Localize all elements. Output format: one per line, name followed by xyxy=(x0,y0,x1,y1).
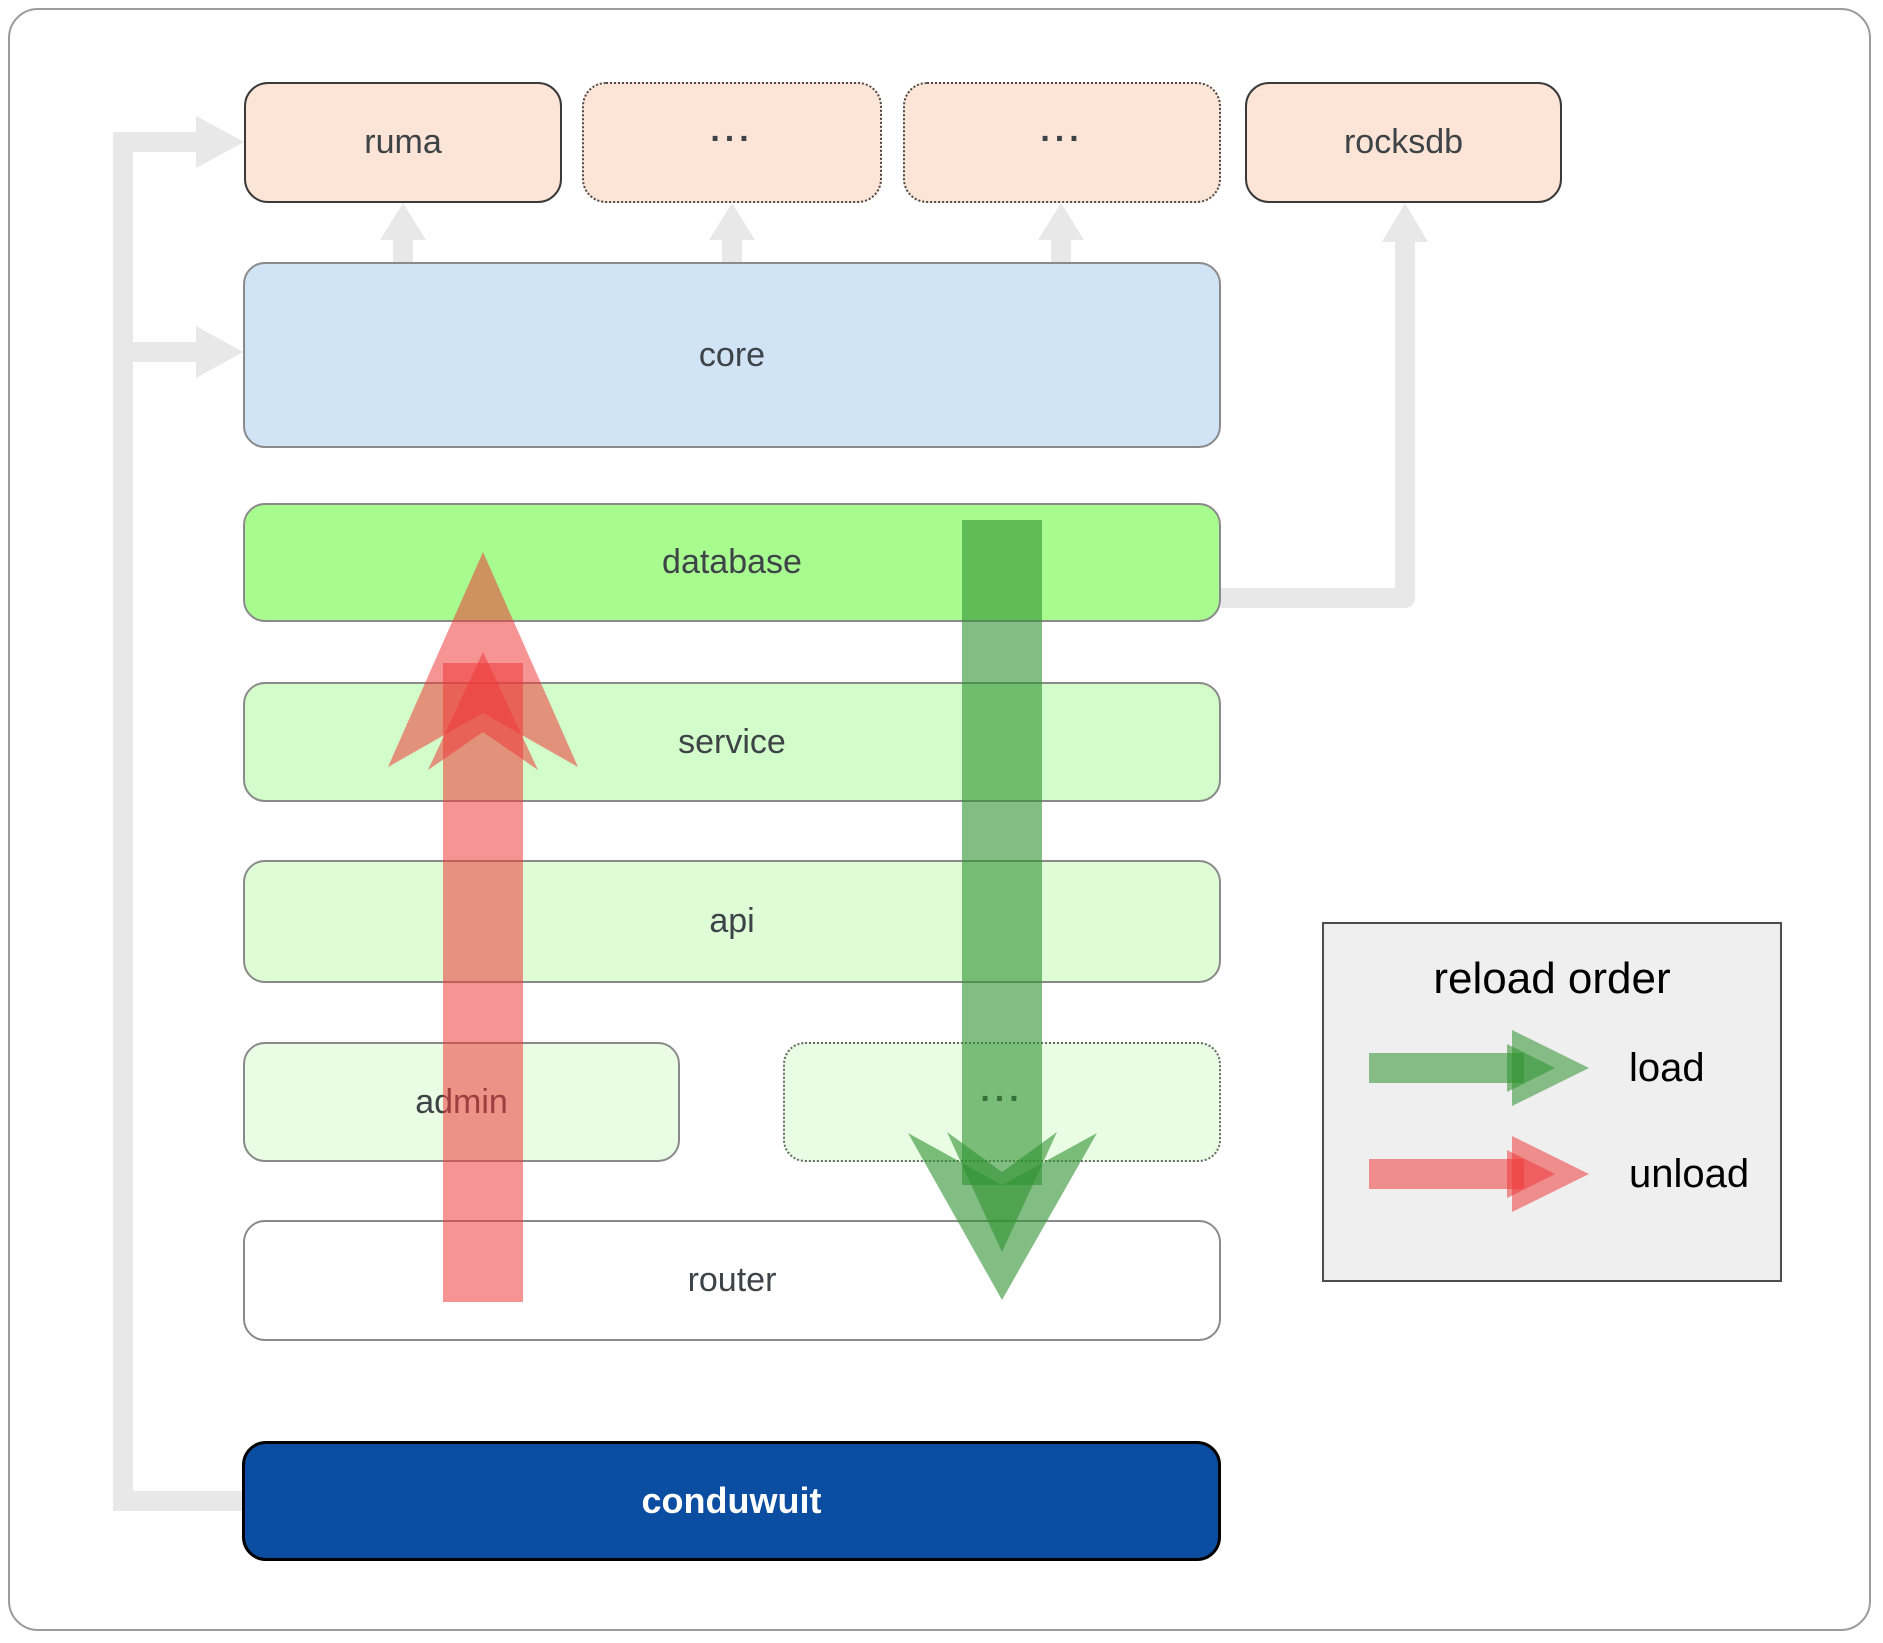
node-ellipsis-b: ... xyxy=(903,82,1221,203)
legend-load-arrow-icon xyxy=(1369,1030,1589,1106)
legend-load-label: load xyxy=(1629,1045,1705,1090)
node-ruma-label: ruma xyxy=(364,123,442,161)
node-router: router xyxy=(243,1220,1221,1341)
node-api: api xyxy=(243,860,1221,983)
node-router-label: router xyxy=(687,1261,777,1299)
conduwuit-to-ruma-connector xyxy=(113,132,242,1511)
unload-arrow-icon xyxy=(388,552,578,1302)
node-conduwuit: conduwuit xyxy=(242,1441,1221,1561)
arrowhead-up-ellipsis-b-icon xyxy=(1038,203,1084,240)
database-to-rocksdb-connector xyxy=(1221,242,1415,608)
load-arrow-icon xyxy=(908,520,1097,1300)
arrowhead-up-ellipsis-a-icon xyxy=(709,203,755,240)
node-ruma: ruma xyxy=(244,82,562,203)
node-ellipsis-b-label: ... xyxy=(1040,111,1084,150)
node-ellipsis-a-label: ... xyxy=(710,111,754,150)
node-service: service xyxy=(243,682,1221,802)
legend-row-load: load xyxy=(1324,1026,1780,1110)
node-api-label: api xyxy=(709,902,755,940)
node-database-label: database xyxy=(662,543,802,581)
legend-title: reload order xyxy=(1433,954,1671,1003)
legend-row-unload: unload xyxy=(1324,1132,1780,1216)
outer-frame xyxy=(8,8,1871,1631)
node-database: database xyxy=(243,503,1221,622)
arrowhead-into-core-icon xyxy=(196,326,243,378)
node-core-label: core xyxy=(698,335,766,374)
node-conduwuit-label: conduwuit xyxy=(641,1480,822,1521)
arrowhead-up-rocksdb-icon xyxy=(1382,203,1428,242)
arrowhead-up-ruma-icon xyxy=(380,203,426,240)
node-core: core xyxy=(243,262,1221,448)
legend-unload-arrow-icon xyxy=(1369,1136,1589,1212)
node-service-label: service xyxy=(678,722,786,761)
legend: reload order load unload xyxy=(1322,922,1782,1282)
node-ellipsis-a: ... xyxy=(582,82,882,203)
legend-unload-label: unload xyxy=(1629,1151,1750,1196)
arrowhead-into-ruma-icon xyxy=(196,116,244,168)
node-rocksdb: rocksdb xyxy=(1245,82,1562,203)
node-rocksdb-label: rocksdb xyxy=(1343,123,1464,161)
